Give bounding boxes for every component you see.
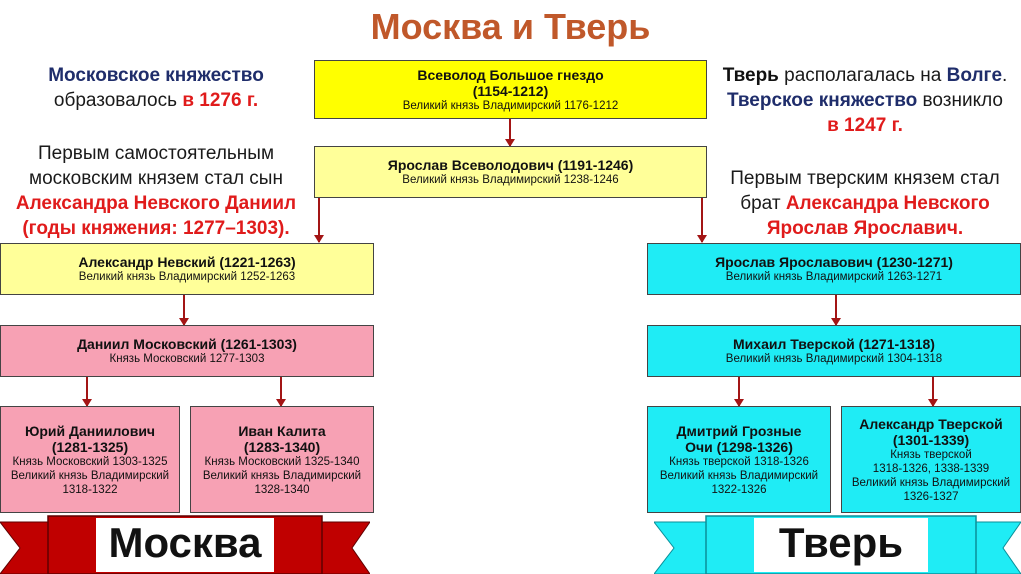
tver-first-prince-text: Первым тверским князем стал брат Алексан… bbox=[730, 168, 1000, 239]
box-alexander-nevsky: Александр Невский (1221-1263) Великий кн… bbox=[0, 243, 374, 295]
box-mikhail-tverskoy: Михаил Тверской (1271-1318) Великий княз… bbox=[647, 325, 1021, 377]
box-ivan-kalita: Иван Калита (1283-1340) Князь Московский… bbox=[190, 406, 374, 513]
box-yuri-daniilovich: Юрий Даниилович (1281-1325) Князь Москов… bbox=[0, 406, 180, 513]
arrow-to-alexander bbox=[314, 198, 324, 243]
arrow-yaroslav-to-mikhail bbox=[831, 295, 841, 326]
moscow-ribbon-panel bbox=[96, 518, 274, 572]
tver-banner-label: Тверь bbox=[778, 519, 904, 566]
moscow-first-prince-text: Первым самостоятельным московским князем… bbox=[15, 143, 297, 239]
tver-founding-text: Тверь располагалась на Волге. Тверское к… bbox=[722, 65, 1008, 136]
page-title: Москва и Тверь bbox=[370, 6, 651, 47]
box-vsevolod: Всеволод Большое гнездо (1154-1212) Вели… bbox=[314, 60, 707, 119]
moscow-founding-line: образовалось в 1276 г. bbox=[53, 90, 259, 111]
arrow-vsevolod-to-yaroslav bbox=[505, 119, 515, 147]
arrow-daniil-to-yuri bbox=[82, 377, 92, 407]
box-yaroslav-yaroslavich: Ярослав Ярославович (1230-1271) Великий … bbox=[647, 243, 1021, 295]
moscow-banner-label: Москва bbox=[108, 519, 262, 566]
arrow-mikhail-to-alexander-t bbox=[928, 377, 938, 407]
arrow-mikhail-to-dmitry bbox=[734, 377, 744, 407]
moscow-principality-label: Московское княжество bbox=[48, 65, 264, 86]
moscow-founding-text: Московское княжество образовалось в 1276… bbox=[0, 63, 312, 113]
arrow-alexander-to-daniil bbox=[179, 295, 189, 326]
tver-ribbon-panel bbox=[754, 518, 928, 572]
box-dmitry-groznye-ochi: Дмитрий Грозные Очи (1298-1326) Князь тв… bbox=[647, 406, 831, 513]
arrow-to-yaroslav-yaroslavich bbox=[697, 198, 707, 243]
arrow-daniil-to-ivan bbox=[276, 377, 286, 407]
box-alexander-tverskoy: Александр Тверской (1301-1339) Князь тве… bbox=[841, 406, 1021, 513]
box-yaroslav-vsevolodovich: Ярослав Всеволодович (1191-1246) Великий… bbox=[314, 146, 707, 198]
tver-ribbon-left-tail bbox=[654, 521, 715, 574]
box-daniil-moskovsky: Даниил Московский (1261-1303) Князь Моск… bbox=[0, 325, 374, 377]
moscow-banner-ribbon bbox=[0, 515, 370, 574]
tver-banner-ribbon bbox=[654, 515, 1021, 574]
